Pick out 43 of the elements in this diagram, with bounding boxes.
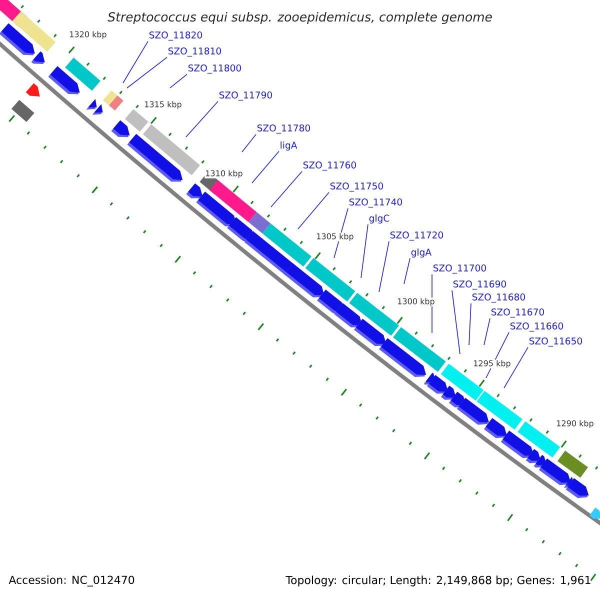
gene-label: ligA [280, 142, 298, 150]
footer-text: Accession: NC_012470 [8, 576, 134, 586]
leader-line [298, 192, 330, 230]
leader-line [126, 56, 168, 88]
footer-text: Topology: circular; Length: 2,149,868 bp; Genes: 1,961 [286, 576, 590, 586]
gene-label: SZO_11680 [472, 293, 525, 303]
leader-line [484, 318, 490, 346]
gene-label: SZO_11650 [529, 337, 582, 347]
gene-label: SZO_11780 [257, 124, 310, 134]
gene-label: SZO_11800 [188, 64, 241, 74]
leader-line [170, 74, 188, 88]
leader-line [452, 290, 460, 354]
scale-label: 1295 kbp [472, 360, 512, 368]
leader-line [242, 134, 256, 152]
gene-label: SZO_11790 [219, 91, 272, 101]
title: Streptococcus equi subsp. zooepidemicus, complete genome [108, 12, 492, 24]
leader-line [360, 224, 368, 278]
leader-line [122, 40, 148, 84]
leader-line [404, 258, 410, 284]
scale-label: 1300 kbp [396, 298, 436, 306]
scale-label: 1320 kbp [68, 30, 108, 40]
gene-label: SZO_11810 [168, 47, 221, 57]
scale-label: 1290 kbp [556, 420, 594, 428]
gene-label: SZO_11760 [303, 161, 356, 171]
leader-line [252, 150, 280, 184]
gene-label: SZO_11670 [491, 308, 544, 318]
scale-label: 1305 kbp [316, 232, 354, 242]
leader-line [378, 240, 390, 292]
gene-label: SZO_11660 [510, 322, 563, 332]
gene-label: SZO_11740 [349, 198, 402, 208]
scale-label: 1315 kbp [144, 100, 182, 110]
gene-label: SZO_11750 [330, 182, 383, 192]
gene-label: glgC [369, 214, 390, 224]
gene-label: SZO_11700 [433, 264, 486, 274]
gene-label: SZO_11820 [149, 31, 202, 41]
gene-label: SZO_11720 [390, 231, 443, 241]
leader-line [186, 100, 218, 138]
leader-line [270, 170, 302, 208]
gene-label: SZO_11690 [453, 280, 506, 290]
leader-line [468, 302, 472, 346]
leader-line [504, 346, 528, 388]
scale-label: 1310 kbp [204, 170, 244, 178]
gene-label: glgA [411, 248, 432, 258]
